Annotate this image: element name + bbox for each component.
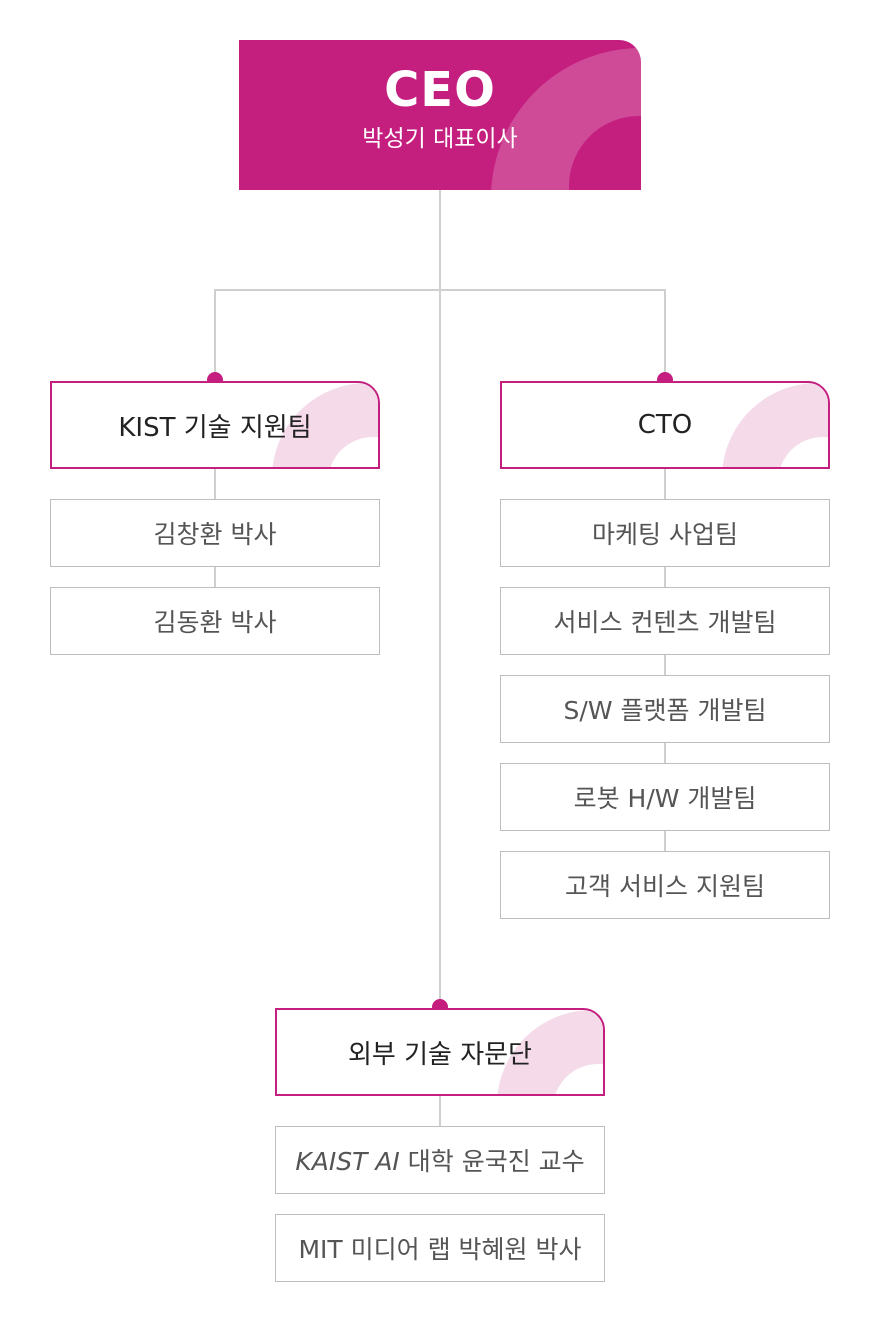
kist-team-header: KIST 기술 지원팀	[50, 381, 380, 469]
advisory-members-line	[439, 1096, 441, 1126]
cto-header: CTO	[500, 381, 830, 469]
cto-team-sw-platform: S/W 플랫폼 개발팀	[500, 675, 830, 743]
cto-team-robot-hw: 로봇 H/W 개발팀	[500, 763, 830, 831]
cto-teams-line	[664, 468, 666, 852]
ceo-box: CEO 박성기 대표이사	[239, 40, 641, 190]
advisory-member-kaist: KAIST AI 대학 윤국진 교수	[275, 1126, 605, 1194]
advisory-header-label: 외부 기술 자문단	[348, 1039, 532, 1070]
kist-drop-line	[214, 289, 216, 379]
cto-drop-line	[664, 289, 666, 379]
cto-team-customer-support: 고객 서비스 지원팀	[500, 851, 830, 919]
cto-header-label: CTO	[637, 410, 693, 440]
cto-team-marketing: 마케팅 사업팀	[500, 499, 830, 567]
ceo-trunk-line	[439, 190, 441, 1008]
advisory-member-kaist-rest: 대학 윤국진 교수	[399, 1147, 585, 1176]
branch-horizontal-line	[214, 289, 666, 291]
advisory-member-mit: MIT 미디어 랩 박혜원 박사	[275, 1214, 605, 1282]
cto-team-service-content: 서비스 컨텐츠 개발팀	[500, 587, 830, 655]
kist-member-2: 김동환 박사	[50, 587, 380, 655]
advisory-header: 외부 기술 자문단	[275, 1008, 605, 1096]
ceo-title: CEO	[384, 62, 496, 118]
kist-header-label: KIST 기술 지원팀	[118, 412, 312, 443]
advisory-member-kaist-prefix: KAIST AI	[295, 1147, 400, 1176]
ceo-subtitle: 박성기 대표이사	[362, 126, 518, 152]
kist-member-1: 김창환 박사	[50, 499, 380, 567]
